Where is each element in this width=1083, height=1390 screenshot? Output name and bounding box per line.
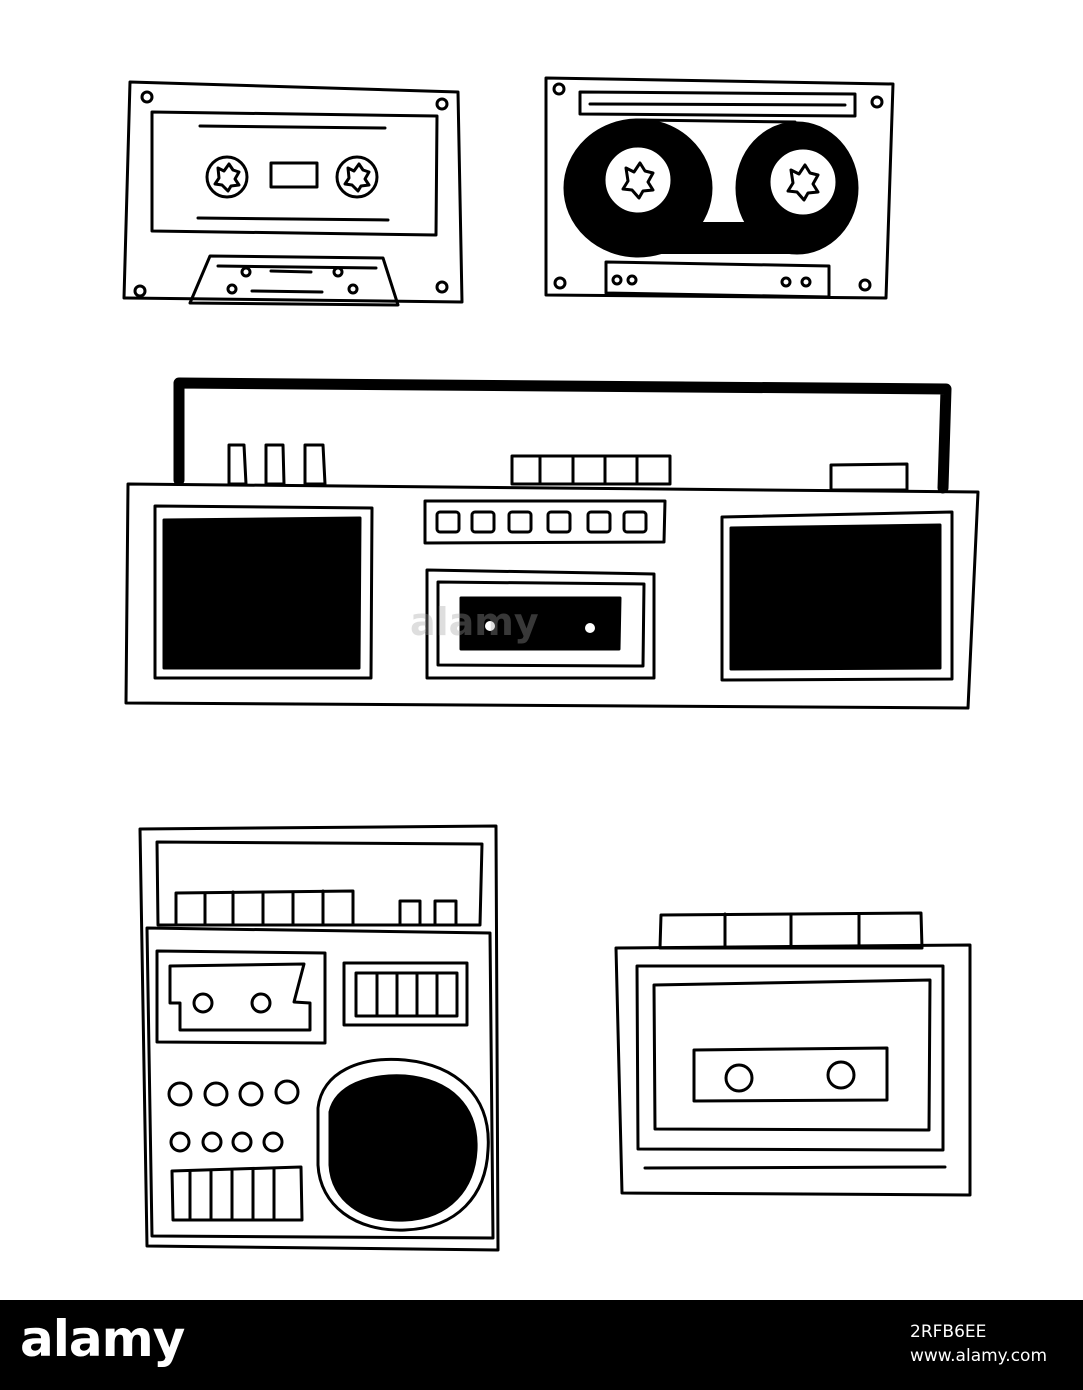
footer-bar: alamy 2RFB6EE www.alamy.com <box>0 1300 1083 1390</box>
cassette-tape-outline <box>122 80 464 307</box>
footer-image-id: 2RFB6EE <box>910 1322 987 1342</box>
footer-logo: alamy <box>20 1310 185 1368</box>
boombox-stereo <box>124 377 980 710</box>
cassette-player <box>614 911 972 1197</box>
footer-url: www.alamy.com <box>910 1346 1048 1366</box>
retro-audio-doodles <box>122 76 980 1252</box>
cassette-tape-filled <box>544 76 895 300</box>
watermark: alamy <box>410 600 539 644</box>
portable-radio-cassette-player <box>138 824 500 1252</box>
